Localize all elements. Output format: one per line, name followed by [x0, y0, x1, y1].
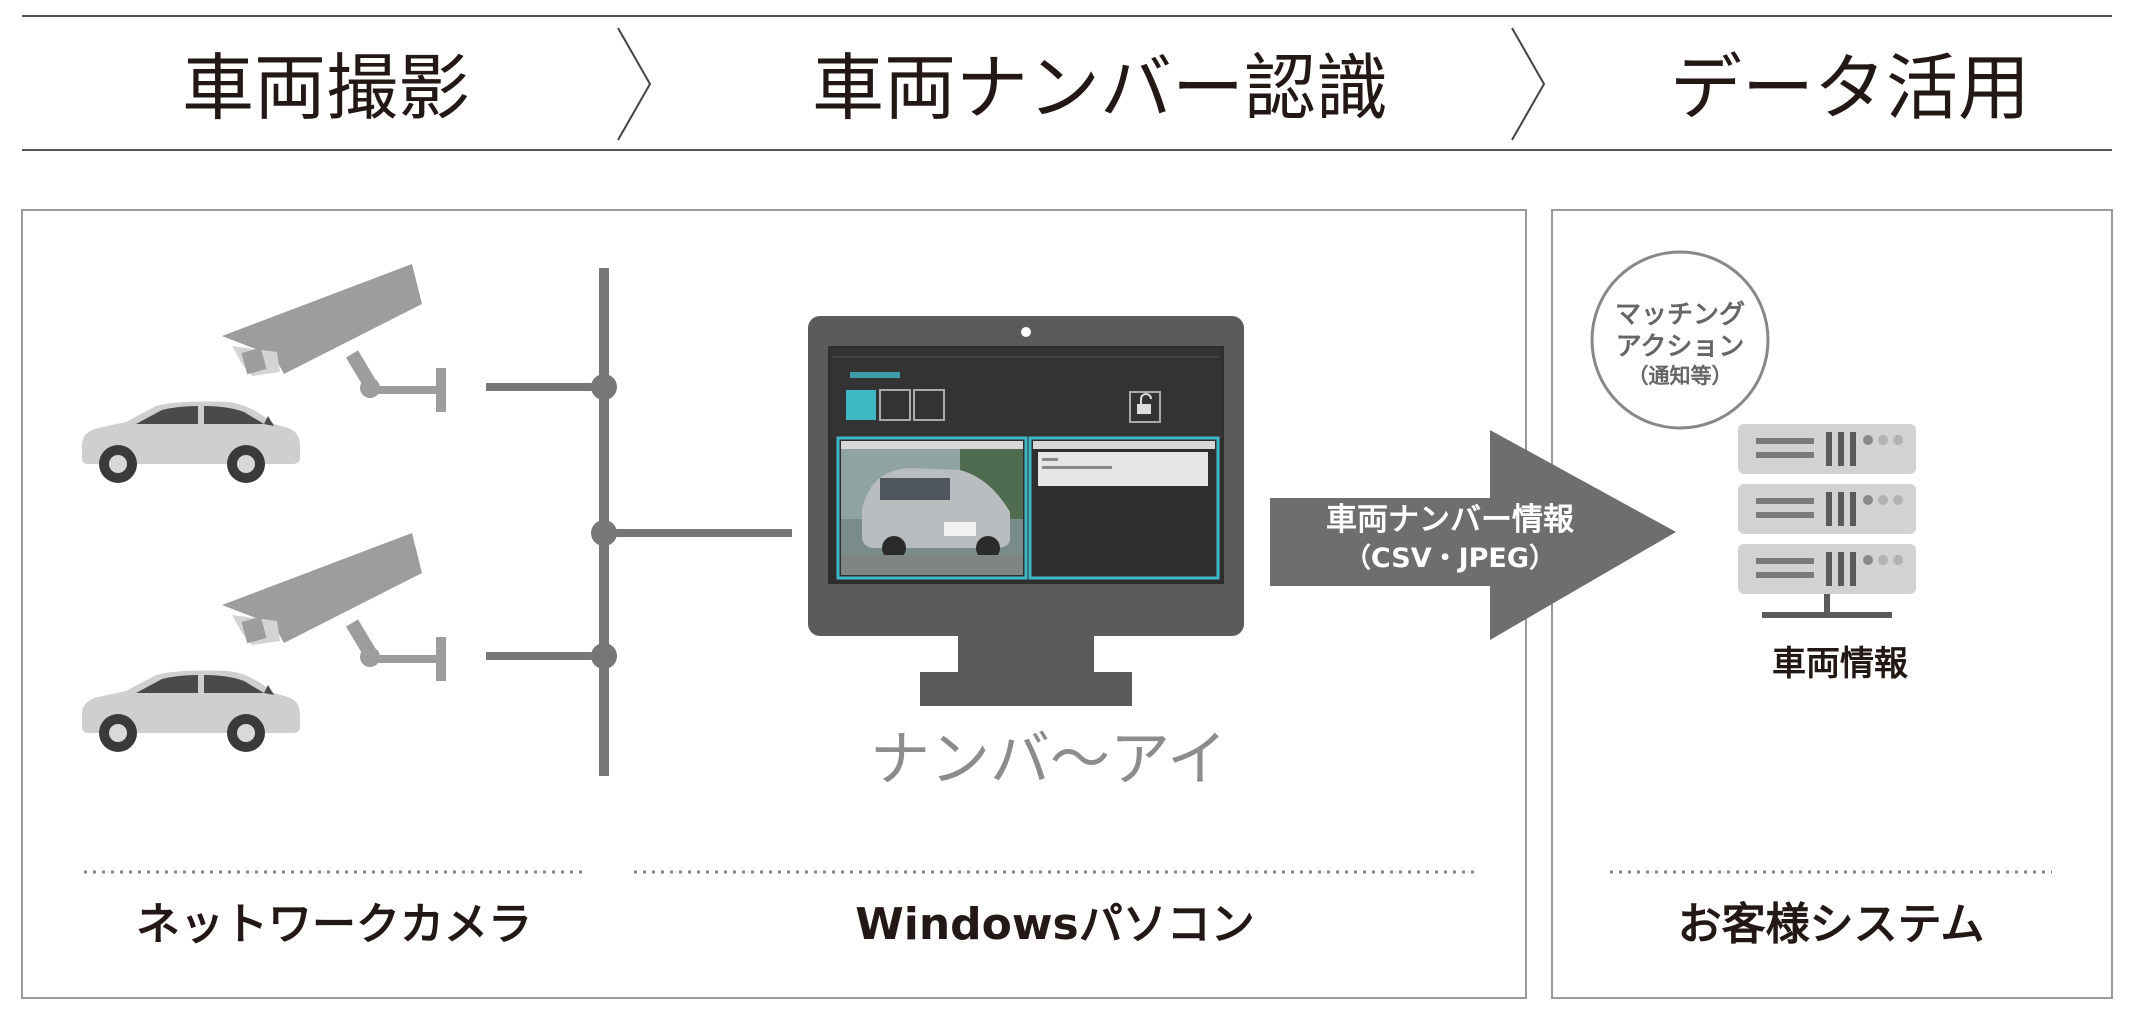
network-node-2: [591, 520, 617, 546]
step-chevron-1: [617, 27, 652, 141]
network-node-1: [591, 374, 617, 400]
flow-arrow-label: 車両ナンバー情報: [1326, 502, 1574, 538]
matching-action-circle: [1590, 250, 1770, 430]
software-brand: ナンバ〜アイ: [870, 725, 1227, 795]
camera-icon: [222, 264, 446, 412]
car-icon: [81, 670, 300, 752]
step-plate-recognition: 車両ナンバー認識: [812, 46, 1389, 130]
step-chevron-2: [1511, 27, 1546, 141]
step-data-utilization: データ活用: [1670, 46, 2031, 130]
server-icon: [1738, 424, 1916, 618]
matching-line-1: マッチング: [1614, 300, 1745, 330]
matching-line-2: アクション: [1615, 332, 1745, 362]
lock-icon: [1129, 391, 1161, 423]
data-flow-arrow: [1270, 430, 1676, 640]
flow-arrow-format: （CSV・JPEG）: [1343, 543, 1557, 574]
section-label-camera: ネットワークカメラ: [136, 899, 532, 950]
network-node-3: [591, 643, 617, 669]
server-label: 車両情報: [1772, 644, 1908, 684]
step-vehicle-capture: 車両撮影: [182, 46, 471, 130]
camera-icon: [222, 533, 446, 681]
section-label-pc: Windowsパソコン: [855, 899, 1255, 950]
section-label-customer: お客様システム: [1677, 899, 1985, 950]
monitor-icon: [808, 316, 1244, 706]
matching-line-3: （通知等）: [1627, 364, 1733, 388]
car-icon: [81, 401, 300, 483]
